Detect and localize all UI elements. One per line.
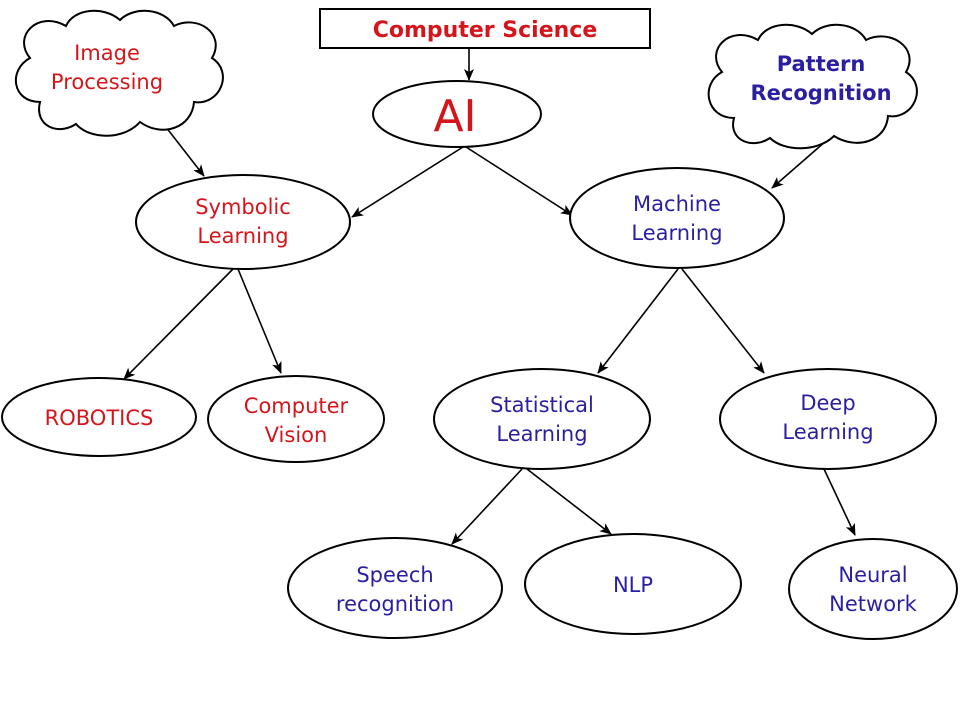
arrow-ai-to-symbolic	[351, 146, 464, 218]
arrow-statistical-to-nlp	[526, 468, 612, 535]
node-robotics: ROBOTICS	[1, 377, 197, 457]
cloud-shape	[707, 23, 918, 150]
node-image-processing: Image Processing	[14, 9, 224, 137]
arrow-pattern-to-ml	[771, 140, 827, 189]
node-neural-network: Neural Network	[788, 538, 958, 640]
computer-science-label: Computer Science	[373, 18, 598, 43]
symbolic-learning-line2: Learning	[197, 224, 288, 248]
neural-network-line2: Network	[829, 592, 918, 616]
neural-network-line1: Neural	[838, 563, 907, 587]
node-computer-vision: Computer Vision	[207, 375, 385, 463]
node-deep-learning: Deep Learning	[719, 368, 937, 470]
arrow-image-to-symbolic	[161, 121, 205, 177]
nlp-label: NLP	[613, 573, 653, 597]
robotics-label: ROBOTICS	[45, 406, 154, 430]
machine-learning-line2: Learning	[631, 221, 722, 245]
machine-learning-line1: Machine	[633, 192, 721, 216]
arrow-symbolic-to-vision	[237, 268, 282, 374]
statistical-learning-line2: Learning	[496, 422, 587, 446]
arrow-deep-to-neural	[823, 468, 856, 536]
arrow-ai-to-ml	[465, 146, 573, 216]
connectors	[123, 48, 856, 545]
statistical-learning-line1: Statistical	[490, 393, 594, 417]
arrow-symbolic-to-robotics	[123, 268, 234, 380]
node-symbolic-learning: Symbolic Learning	[135, 174, 351, 270]
ai-label: AI	[433, 91, 476, 142]
deep-learning-line1: Deep	[800, 391, 855, 415]
pattern-recognition-line1: Pattern	[777, 52, 866, 76]
symbolic-learning-line1: Symbolic	[195, 195, 291, 219]
arrow-ml-to-deep	[681, 268, 765, 374]
node-speech-recognition: Speech recognition	[287, 537, 503, 639]
node-nlp: NLP	[524, 533, 742, 635]
node-statistical-learning: Statistical Learning	[433, 368, 651, 470]
image-processing-line1: Image	[74, 41, 140, 65]
pattern-recognition-line2: Recognition	[750, 81, 891, 105]
arrow-statistical-to-speech	[451, 468, 523, 545]
image-processing-line2: Processing	[51, 70, 163, 94]
computer-vision-line1: Computer	[244, 394, 349, 418]
node-pattern-recognition: Pattern Recognition	[707, 23, 918, 150]
speech-recognition-line2: recognition	[336, 592, 454, 616]
node-computer-science: Computer Science	[319, 8, 651, 49]
cloud-shape	[14, 9, 224, 137]
node-ai: AI	[372, 80, 542, 148]
node-machine-learning: Machine Learning	[569, 167, 785, 269]
computer-vision-line2: Vision	[265, 423, 328, 447]
arrow-ml-to-statistical	[597, 268, 679, 374]
speech-recognition-line1: Speech	[356, 563, 433, 587]
deep-learning-line2: Learning	[782, 420, 873, 444]
